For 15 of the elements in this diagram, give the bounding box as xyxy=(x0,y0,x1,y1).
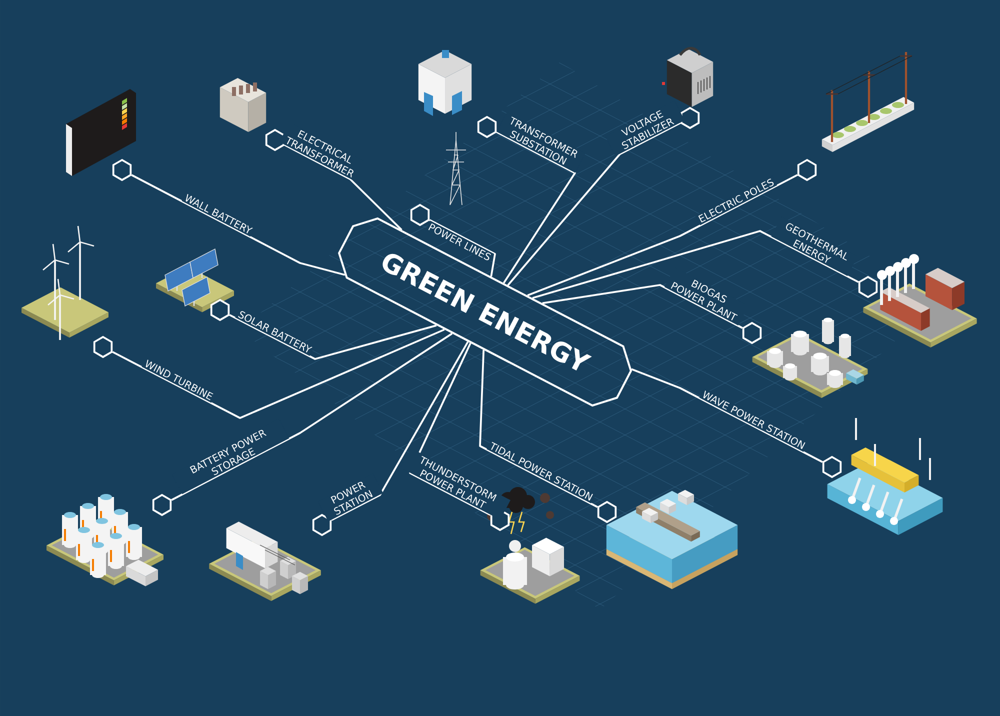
connector-line xyxy=(527,174,798,296)
connector-line xyxy=(507,122,681,286)
connector-line xyxy=(631,368,823,463)
connector-line xyxy=(429,219,496,277)
connector-line xyxy=(171,332,453,501)
connector-line xyxy=(479,350,598,508)
connector-line xyxy=(409,342,491,516)
connector-line xyxy=(284,144,402,231)
connector-line xyxy=(229,314,437,360)
connector-line xyxy=(532,230,859,299)
connector-line xyxy=(542,284,743,329)
connector-line xyxy=(331,341,469,521)
connector-line xyxy=(112,328,445,419)
connector-line xyxy=(496,131,576,284)
connector-line xyxy=(131,174,346,276)
